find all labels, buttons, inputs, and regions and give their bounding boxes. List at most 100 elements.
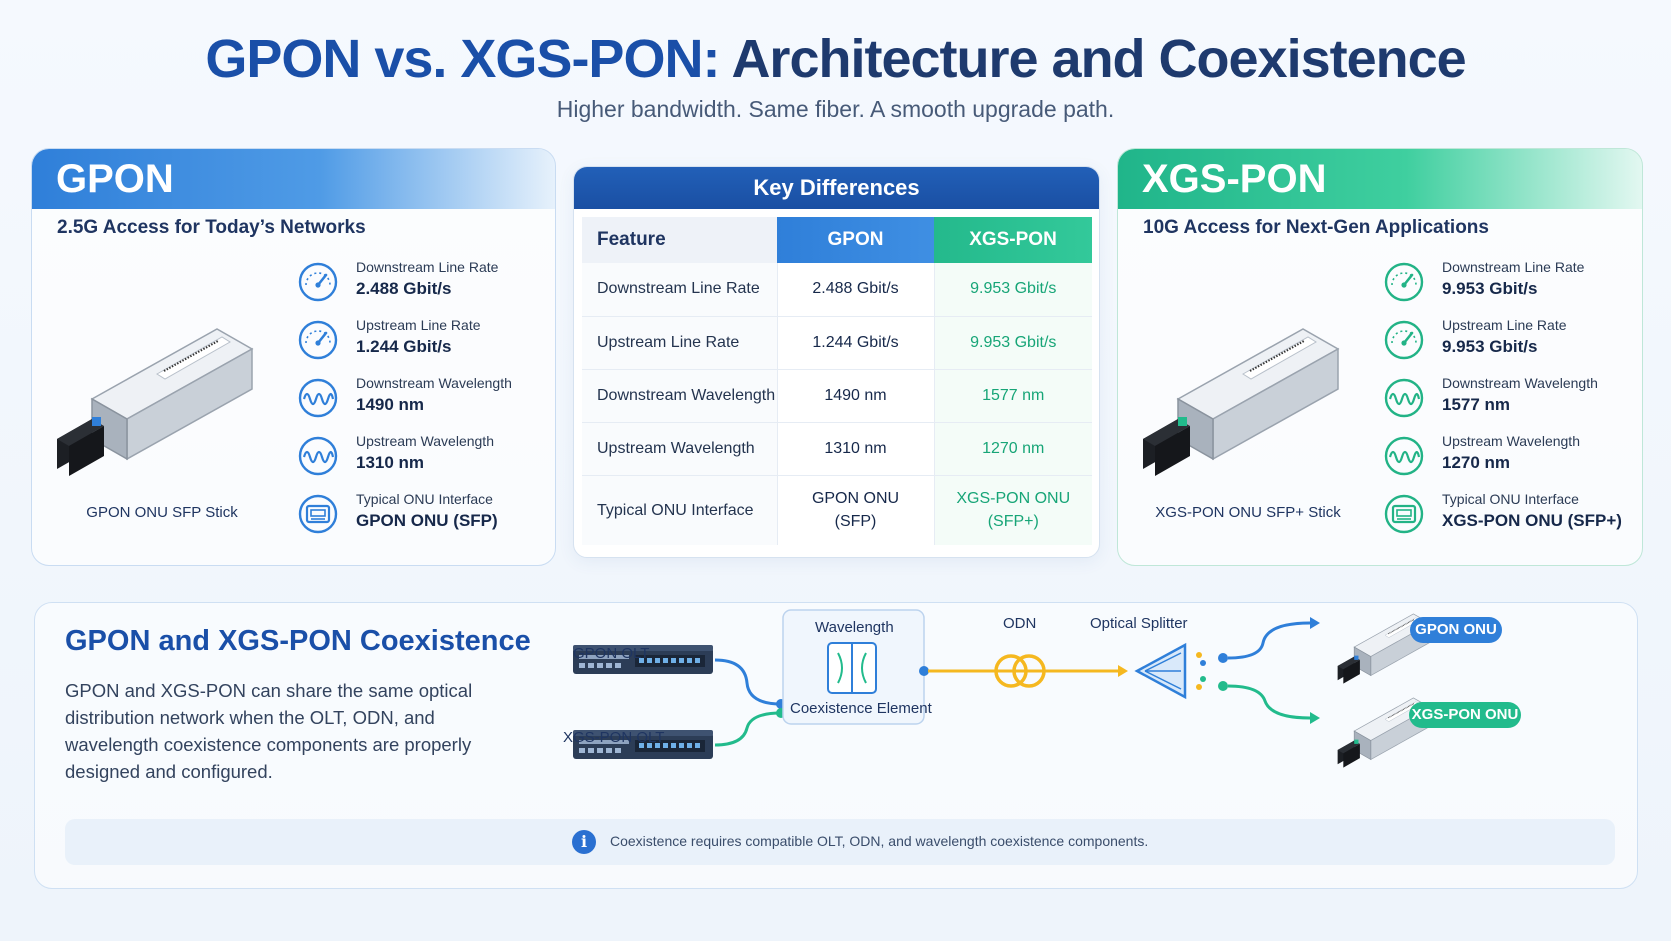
xgs-drop-fiber <box>1227 684 1311 720</box>
wave-icon <box>297 435 339 477</box>
xgs-pon-tagline: 10G Access for Next-Gen Applications <box>1143 217 1489 238</box>
gpon-spec-onu-interface: Typical ONU Interface GPON ONU (SFP) <box>297 489 547 547</box>
wave-icon <box>297 377 339 419</box>
splitter-port <box>1196 652 1202 658</box>
wce-out-port <box>919 666 929 676</box>
table-row: Upstream Wavelength 1310 nm 1270 nm <box>582 422 1092 476</box>
spec-label: Downstream Wavelength <box>1442 375 1598 391</box>
header-gpon: GPON <box>777 217 934 263</box>
info-icon: i <box>572 830 596 854</box>
coexistence-title: GPON and XGS-PON Coexistence <box>65 625 531 657</box>
xgs-olt-label: XGS-PON OLT <box>563 729 665 746</box>
spec-value: 1.244 Gbit/s <box>356 337 452 356</box>
spec-label: Upstream Wavelength <box>356 433 494 449</box>
splitter-label: Optical Splitter <box>1090 615 1188 632</box>
gpon-spec-upstream-wavelength: Upstream Wavelength 1310 nm <box>297 431 547 489</box>
splitter-line <box>1144 670 1182 690</box>
feature-cell: Typical ONU Interface <box>582 475 777 545</box>
gauge-icon <box>1383 261 1425 303</box>
comparison-table: Feature GPON XGS-PON Downstream Line Rat… <box>582 217 1092 545</box>
xgs-spec-downstream-wavelength: Downstream Wavelength 1577 nm <box>1383 373 1633 431</box>
spec-label: Upstream Line Rate <box>356 317 481 333</box>
xgs-spec-onu-interface: Typical ONU Interface XGS-PON ONU (SFP+) <box>1383 489 1633 547</box>
xgs-cell: 9.953 Gbit/s <box>933 316 1092 370</box>
spec-value: 1270 nm <box>1442 453 1511 472</box>
gpon-cell: 1.244 Gbit/s <box>776 316 934 370</box>
gauge-icon <box>1383 319 1425 361</box>
spec-value: GPON ONU (SFP) <box>356 511 498 530</box>
spec-label: Typical ONU Interface <box>356 491 493 507</box>
spec-value: 1577 nm <box>1442 395 1511 414</box>
feature-cell: Upstream Line Rate <box>582 316 777 370</box>
header-xgs-pon: XGS-PON <box>934 217 1092 263</box>
odn-label: ODN <box>1003 615 1037 632</box>
spec-label: Downstream Line Rate <box>1442 259 1585 275</box>
spec-label: Downstream Line Rate <box>356 259 499 275</box>
header-feature: Feature <box>582 217 777 263</box>
spec-value: 1490 nm <box>356 395 425 414</box>
spec-label: Upstream Line Rate <box>1442 317 1567 333</box>
wave-icon <box>1383 435 1425 477</box>
gauge-icon <box>297 261 339 303</box>
xgs-pon-card: XGS-PON 10G Access for Next-Gen Applicat… <box>1117 148 1643 566</box>
splitter-line <box>1144 652 1182 672</box>
xgs-spec-upstream-rate: Upstream Line Rate 9.953 Gbit/s <box>1383 315 1633 373</box>
page-title: GPON vs. XGS-PON: Architecture and Coexi… <box>0 28 1671 90</box>
xgs-cell: 1577 nm <box>933 369 1092 423</box>
xgs-spec-upstream-wavelength: Upstream Wavelength 1270 nm <box>1383 431 1633 489</box>
feature-cell: Upstream Wavelength <box>582 422 777 476</box>
gpon-drop-fiber <box>1227 621 1311 660</box>
splitter-port <box>1200 676 1206 682</box>
interface-icon <box>1383 493 1425 535</box>
xgs-drop-arrow <box>1310 712 1320 724</box>
table-row: Typical ONU Interface GPON ONU (SFP) XGS… <box>582 475 1092 545</box>
xgs-cell: XGS-PON ONU (SFP+) <box>933 475 1092 545</box>
gpon-drop-port <box>1218 653 1228 663</box>
title-part-1: GPON vs. XGS-PON: <box>205 29 720 89</box>
table-row: Downstream Wavelength 1490 nm 1577 nm <box>582 369 1092 423</box>
coexistence-description: GPON and XGS-PON can share the same opti… <box>65 680 473 782</box>
splitter-port <box>1200 660 1206 666</box>
gpon-spec-downstream-rate: Downstream Line Rate 2.488 Gbit/s <box>297 257 547 315</box>
gpon-tagline: 2.5G Access for Today’s Networks <box>57 217 366 238</box>
feature-cell: Downstream Wavelength <box>582 369 777 423</box>
table-row: Upstream Line Rate 1.244 Gbit/s 9.953 Gb… <box>582 316 1092 370</box>
spec-value: XGS-PON ONU (SFP+) <box>1442 511 1622 530</box>
xgs-cell: 9.953 Gbit/s <box>933 263 1092 317</box>
wce-wave-marks <box>837 652 867 684</box>
title-part-2: Architecture and Coexistence <box>731 29 1466 89</box>
xgs-drop-port <box>1218 681 1228 691</box>
spec-value: 2.488 Gbit/s <box>356 279 452 298</box>
wce-label-top: Wavelength <box>815 619 894 636</box>
gpon-banner: GPON <box>32 149 555 209</box>
spec-label: Typical ONU Interface <box>1442 491 1579 507</box>
coexistence-note: i Coexistence requires compatible OLT, O… <box>65 819 1615 865</box>
trunk-arrow <box>1118 665 1128 677</box>
gpon-cell: 1490 nm <box>776 369 934 423</box>
gpon-olt-label: GPON OLT <box>573 645 650 662</box>
gauge-icon <box>297 319 339 361</box>
page-subtitle: Higher bandwidth. Same fiber. A smooth u… <box>556 96 1115 122</box>
splitter-port <box>1196 684 1202 690</box>
coexistence-diagram <box>573 609 1431 769</box>
gpon-cell: 2.488 Gbit/s <box>776 263 934 317</box>
wave-icon <box>1383 377 1425 419</box>
spec-label: Downstream Wavelength <box>356 375 512 391</box>
interface-icon <box>297 493 339 535</box>
wce-label-bottom: Coexistence Element <box>790 700 932 717</box>
odn-coil-icon-2 <box>1012 654 1046 688</box>
xgs-pon-spec-list: Downstream Line Rate 9.953 Gbit/s Upstre… <box>1383 257 1633 547</box>
xgs-pon-sfp-caption: XGS-PON ONU SFP+ Stick <box>1155 504 1341 521</box>
xgs-pon-banner: XGS-PON <box>1118 149 1642 209</box>
gpon-drop-arrow <box>1310 617 1320 629</box>
key-differences-table: Key Differences Feature GPON XGS-PON Dow… <box>573 166 1100 558</box>
xgs-olt-fiber <box>714 711 782 747</box>
note-text: Coexistence requires compatible OLT, ODN… <box>610 833 1149 849</box>
spec-value: 9.953 Gbit/s <box>1442 279 1538 298</box>
odn-coil-icon <box>994 654 1028 688</box>
gpon-olt-fiber <box>714 658 782 706</box>
gpon-card: GPON 2.5G Access for Today’s Networks GP… <box>31 148 556 566</box>
gpon-spec-upstream-rate: Upstream Line Rate 1.244 Gbit/s <box>297 315 547 373</box>
gpon-spec-downstream-wavelength: Downstream Wavelength 1490 nm <box>297 373 547 431</box>
gpon-sfp-stick-icon <box>52 289 262 479</box>
